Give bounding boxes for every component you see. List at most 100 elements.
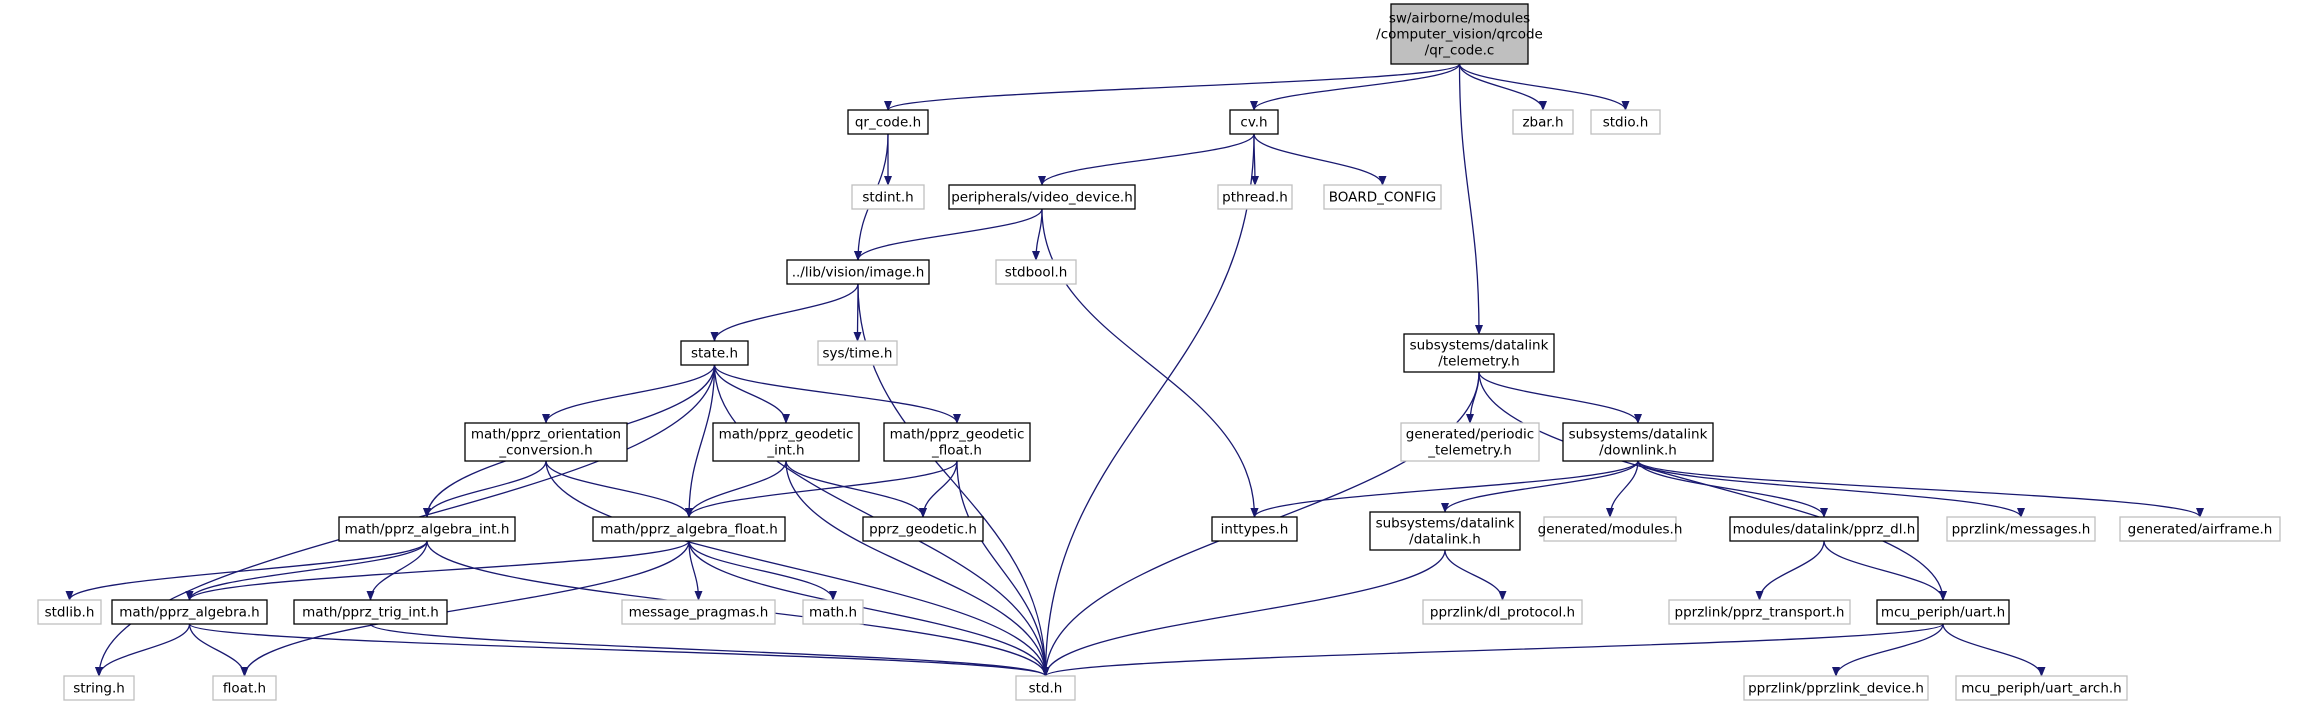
node-box <box>1323 184 1442 210</box>
edge-cv_h-to-std_h <box>1041 133 1255 677</box>
node-box <box>786 259 930 285</box>
node-label: math/pprz_algebra.h <box>119 605 259 621</box>
node-telemetry-h[interactable]: subsystems/datalink/telemetry.h <box>1403 333 1555 373</box>
edge-state_h-to-geodetic_int_h <box>713 364 790 424</box>
node-qr-code-h[interactable]: qr_code.h <box>847 109 929 135</box>
edge-algebra_float_h-to-std_h <box>688 540 1050 677</box>
edge-orient_conv_h-to-algebra_float_h <box>545 460 693 518</box>
node-label: pprz_geodetic.h <box>869 522 977 538</box>
node-trig-int-h[interactable]: math/pprz_trig_int.h <box>293 599 448 625</box>
node-stdio-h: stdio.h <box>1590 109 1661 135</box>
node-label: generated/airframe.h <box>2128 522 2273 538</box>
node-box <box>851 184 925 210</box>
node-label: generated/periodic <box>1406 427 1534 443</box>
node-box <box>1403 333 1555 373</box>
node-label: std.h <box>1029 681 1063 697</box>
edge-downlink_h-to-datalink_h <box>1441 460 1639 513</box>
node-pprzlink-messages-h: pprzlink/messages.h <box>1946 516 2096 542</box>
edges-layer <box>65 63 2204 677</box>
node-box <box>338 516 516 542</box>
edge-datalink_h-to-dl_protocol_h <box>1444 549 1507 601</box>
node-dl-protocol-h: pprzlink/dl_protocol.h <box>1422 599 1583 625</box>
node-label: generated/modules.h <box>1538 522 1683 538</box>
node-box <box>1743 675 1929 701</box>
edge-geodetic_float_h-to-pprz_geodetic_h <box>919 460 958 518</box>
node-image-h[interactable]: ../lib/vision/image.h <box>786 259 930 285</box>
edge-algebra_float_h-to-math_h <box>688 540 837 601</box>
node-box <box>948 184 1136 210</box>
edge-root-to-telemetry_h <box>1458 63 1483 335</box>
node-algebra-float-h[interactable]: math/pprz_algebra_float.h <box>592 516 786 542</box>
node-box <box>1955 675 2128 701</box>
edge-root-to-cv_h <box>1250 63 1461 111</box>
edge-telemetry_h-to-periodic_telemetry_h <box>1466 371 1480 424</box>
node-box <box>1369 511 1521 551</box>
node-state-h[interactable]: state.h <box>680 340 749 366</box>
edge-pprz_algebra_h-to-string_h <box>95 623 191 677</box>
node-box <box>1512 109 1574 135</box>
node-pprz-geodetic-h[interactable]: pprz_geodetic.h <box>862 516 984 542</box>
edge-downlink_h-to-pprzlink_messages_h <box>1637 460 2025 518</box>
edge-video_device_h-to-image_h <box>854 208 1043 261</box>
node-inttypes-h[interactable]: inttypes.h <box>1211 516 1298 542</box>
node-downlink-h[interactable]: subsystems/datalink/downlink.h <box>1562 422 1714 462</box>
edge-state_h-to-orient_conv_h <box>542 364 716 424</box>
node-pprz-dl-h[interactable]: modules/datalink/pprz_dl.h <box>1729 516 1919 542</box>
node-pthread-h: pthread.h <box>1217 184 1293 210</box>
nodes-layer: sw/airborne/modules/computer_vision/qrco… <box>37 3 2281 701</box>
edge-trig_int_h-to-std_h <box>369 623 1050 677</box>
edge-cv_h-to-video_device_h <box>1038 133 1255 186</box>
edge-datalink_h-to-std_h <box>1041 549 1446 677</box>
node-box <box>712 422 860 462</box>
node-cv-h[interactable]: cv.h <box>1229 109 1279 135</box>
node-label: inttypes.h <box>1221 522 1289 538</box>
edge-downlink_h-to-inttypes_h <box>1250 460 1639 518</box>
node-label: subsystems/datalink <box>1410 338 1549 354</box>
node-box <box>1400 422 1540 462</box>
node-box <box>37 599 102 625</box>
node-root[interactable]: sw/airborne/modules/computer_vision/qrco… <box>1376 3 1543 65</box>
node-message-pragmas-h: message_pragmas.h <box>621 599 776 625</box>
node-std-h: std.h <box>1015 675 1076 701</box>
node-box <box>2119 516 2281 542</box>
node-box <box>1211 516 1298 542</box>
node-uart-arch-h: mcu_periph/uart_arch.h <box>1955 675 2128 701</box>
node-uart-h[interactable]: mcu_periph/uart.h <box>1876 599 2010 625</box>
edge-geodetic_int_h-to-std_h <box>785 460 1050 677</box>
edge-algebra_int_h-to-pprz_algebra_h <box>185 540 428 601</box>
node-label: _float.h <box>931 443 982 459</box>
node-orient-conv-h[interactable]: math/pprz_orientation_conversion.h <box>464 422 628 462</box>
node-label: _telemetry.h <box>1427 443 1512 459</box>
edge-algebra_float_h-to-pprz_algebra_h <box>185 540 690 601</box>
node-box <box>1015 675 1076 701</box>
node-board-config: BOARD_CONFIG <box>1323 184 1442 210</box>
node-geodetic-int-h[interactable]: math/pprz_geodetic_int.h <box>712 422 860 462</box>
node-box <box>1229 109 1279 135</box>
node-label: modules/datalink/pprz_dl.h <box>1733 522 1916 538</box>
edge-pprz_dl_h-to-uart_h <box>1823 540 1947 601</box>
node-box <box>293 599 448 625</box>
node-box <box>817 340 898 366</box>
node-label: _conversion.h <box>498 443 592 459</box>
node-label: pprzlink/messages.h <box>1952 522 2091 538</box>
edge-orient_conv_h-to-std_h <box>545 460 1050 677</box>
node-box <box>1946 516 2096 542</box>
edge-video_device_h-to-inttypes_h <box>1041 208 1259 518</box>
node-box <box>1729 516 1919 542</box>
node-label: stdlib.h <box>45 605 95 621</box>
node-datalink-h[interactable]: subsystems/datalink/datalink.h <box>1369 511 1521 551</box>
node-pprz-algebra-h[interactable]: math/pprz_algebra.h <box>111 599 268 625</box>
node-geodetic-float-h[interactable]: math/pprz_geodetic_float.h <box>883 422 1031 462</box>
node-float-h: float.h <box>212 675 277 701</box>
node-box <box>995 259 1077 285</box>
node-box <box>621 599 776 625</box>
edge-algebra_float_h-to-message_pragmas_h <box>688 540 703 601</box>
node-algebra-int-h[interactable]: math/pprz_algebra_int.h <box>338 516 516 542</box>
node-label: sys/time.h <box>823 346 893 362</box>
node-label: /downlink.h <box>1599 443 1677 459</box>
node-video-device-h[interactable]: peripherals/video_device.h <box>948 184 1136 210</box>
node-box <box>592 516 786 542</box>
node-box <box>680 340 749 366</box>
edge-pprz_algebra_h-to-float_h <box>188 623 249 677</box>
edge-image_h-to-state_h <box>710 283 859 342</box>
